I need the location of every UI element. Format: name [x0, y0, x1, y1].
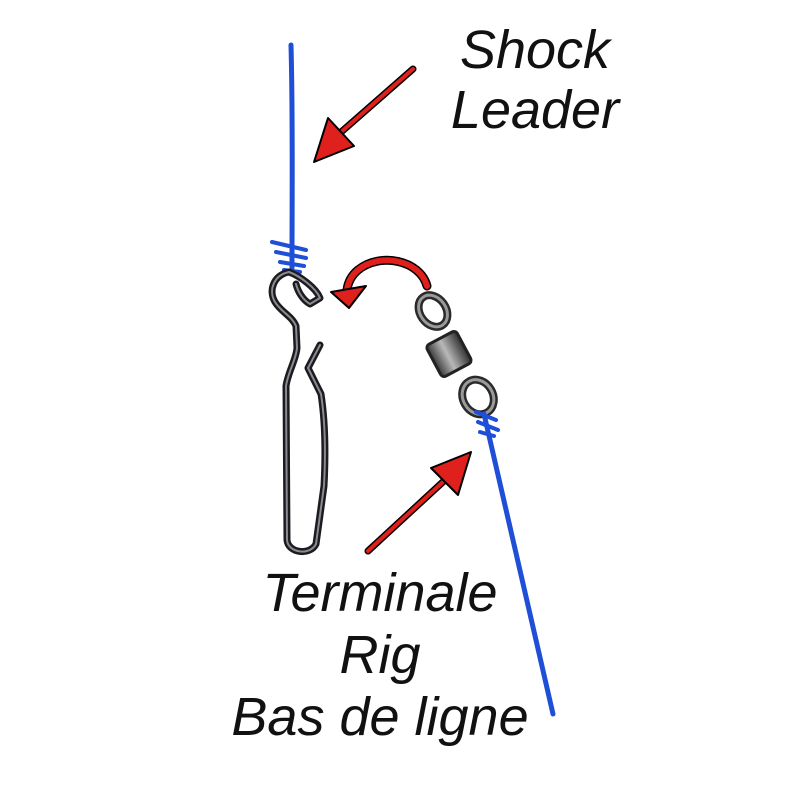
shock-leader-label: Shock Leader [420, 20, 650, 140]
terminal-rig-label-line-1: Terminale [262, 563, 498, 623]
shock-leader-arrow [313, 65, 417, 163]
shock-leader-line [270, 42, 308, 274]
terminal-rig-label-line-3: Bas de ligne [231, 687, 529, 747]
terminal-rig-line [474, 410, 556, 717]
terminal-rig-arrow [364, 451, 472, 555]
snap-clip-icon [268, 268, 329, 555]
swivel-icon [414, 291, 498, 419]
shock-leader-label-line-1: Shock [459, 20, 611, 80]
attach-curved-arrow [330, 255, 432, 309]
terminal-rig-label-line-2: Rig [339, 625, 421, 685]
rig-knot [474, 410, 500, 438]
shock-leader-label-line-2: Leader [450, 80, 620, 140]
terminal-rig-label: Terminale Rig Bas de ligne [150, 562, 610, 748]
leader-knot [270, 240, 308, 274]
